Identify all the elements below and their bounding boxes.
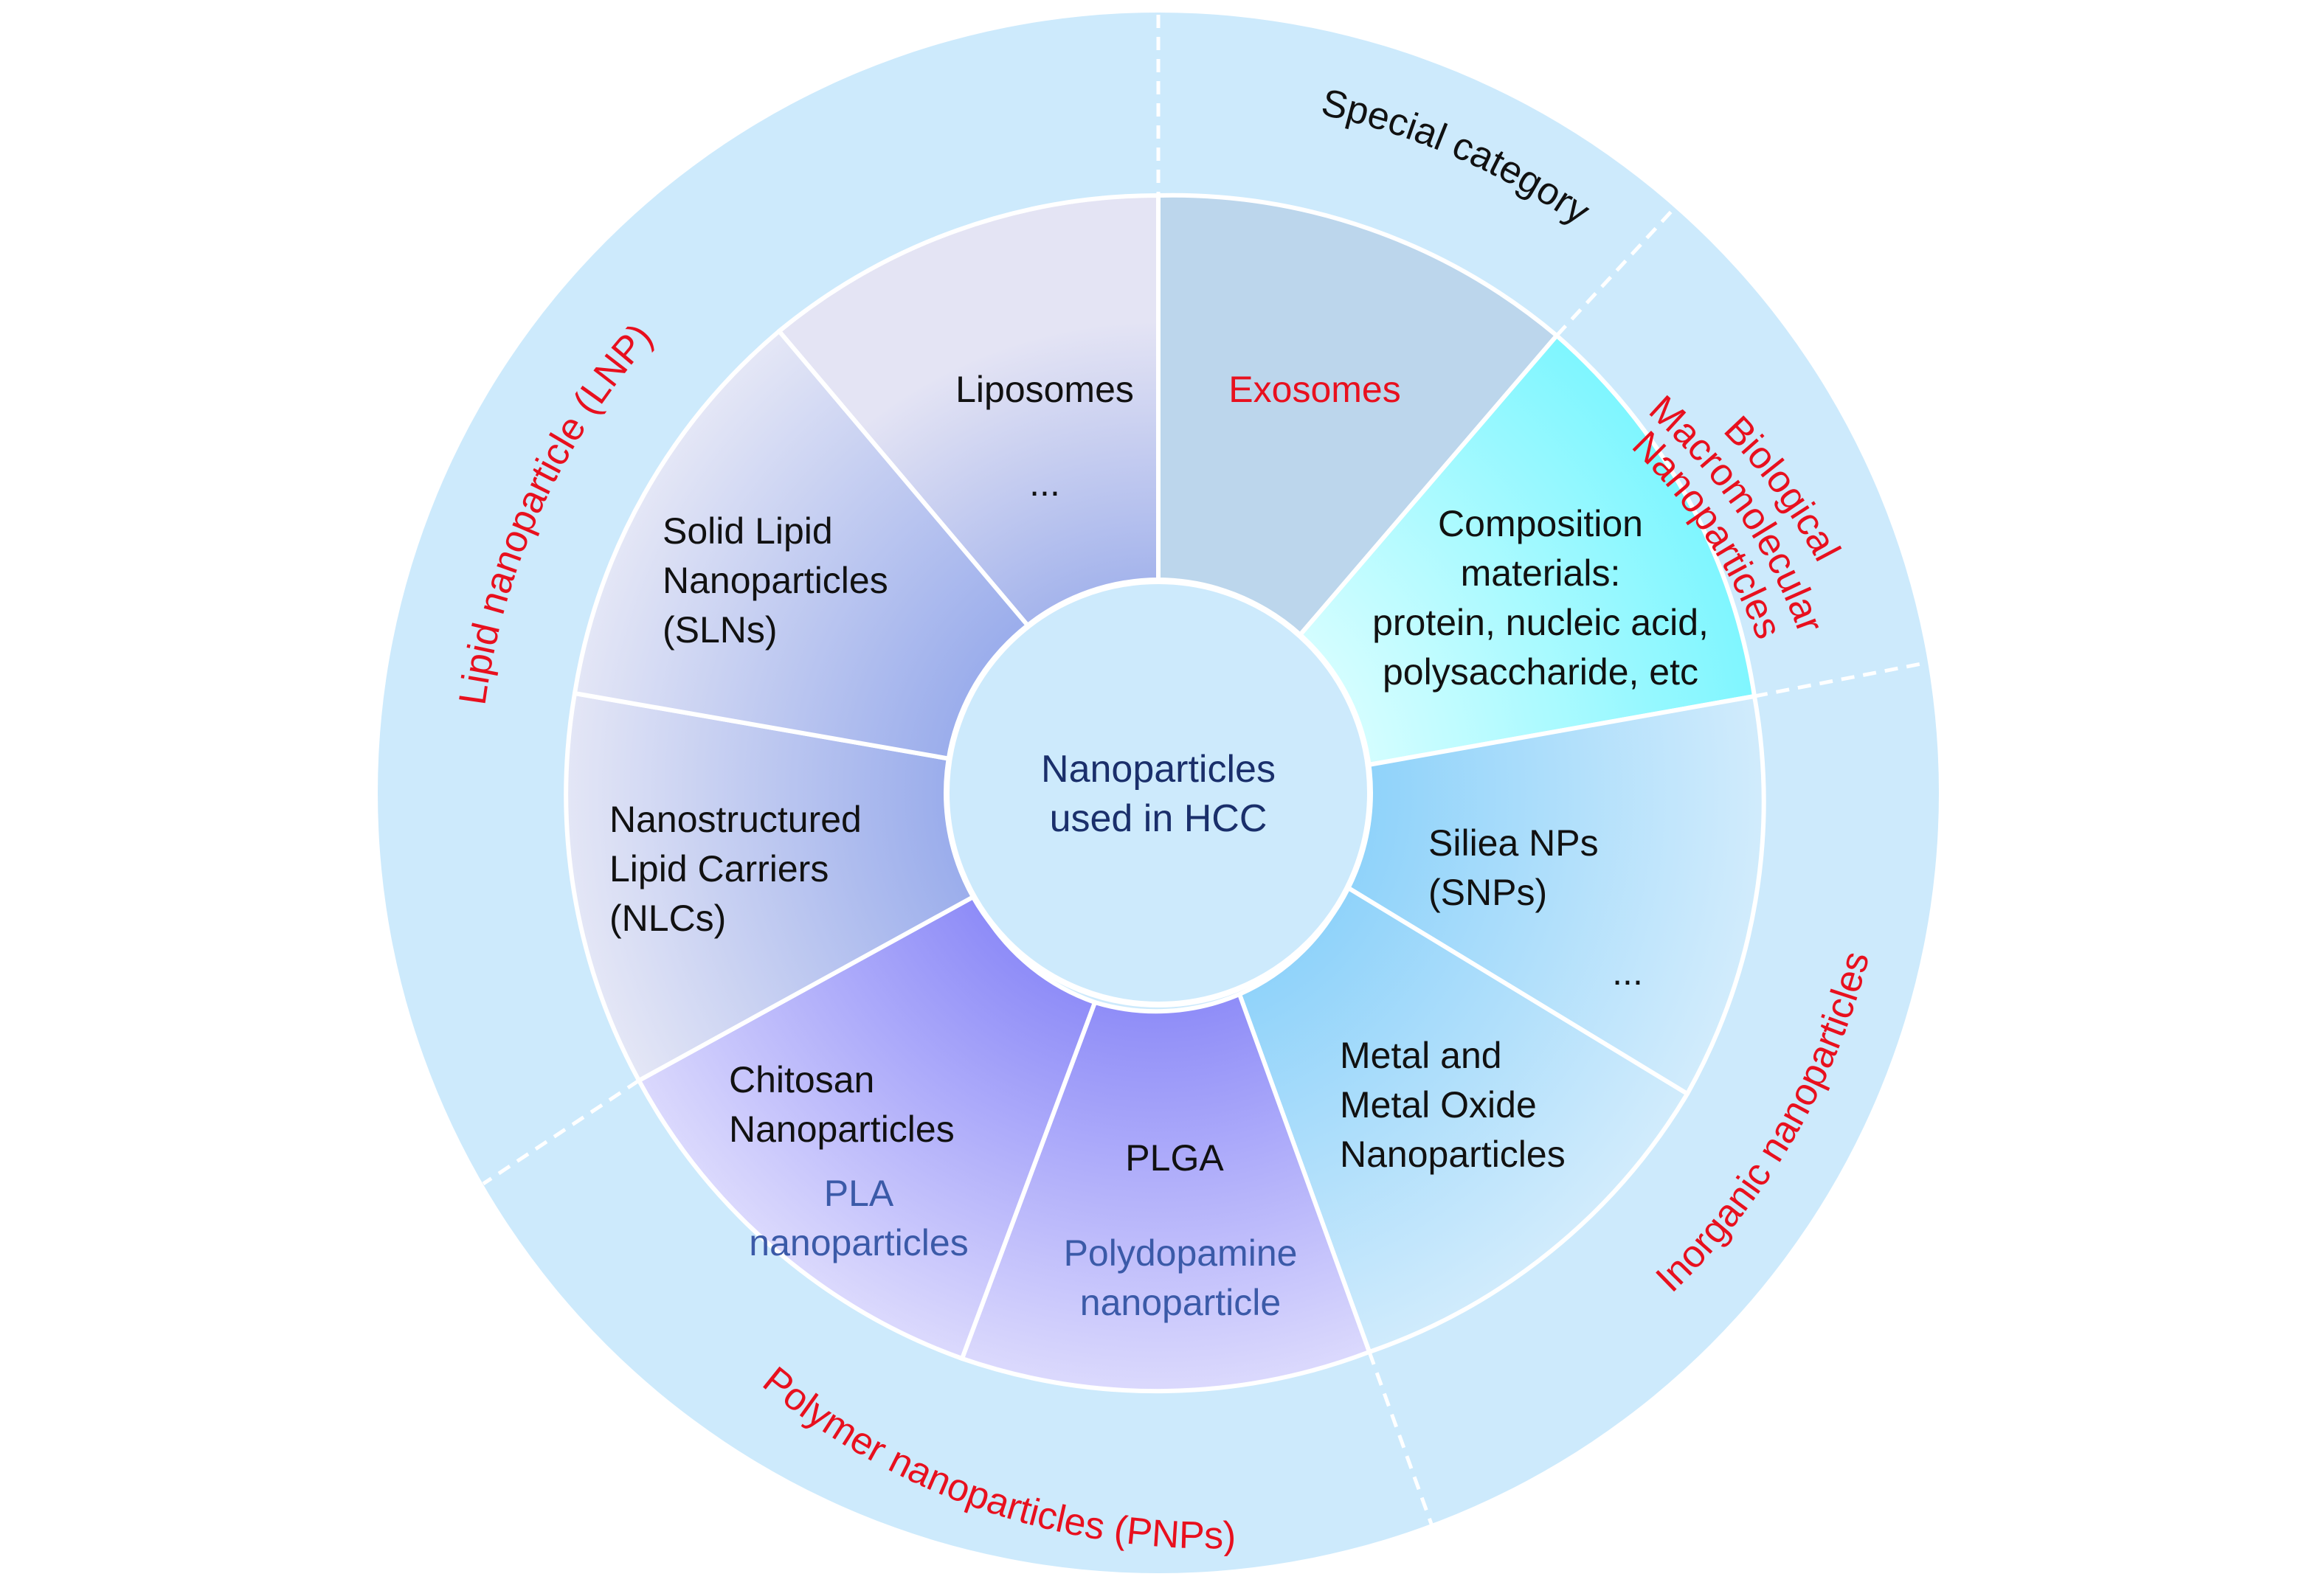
center-circle <box>944 578 1373 1007</box>
silica-label-line1: Siliea NPs <box>1428 822 1599 864</box>
composition-label-line1: Composition <box>1438 503 1643 544</box>
polydopamine-label-line1: Polydopamine <box>1064 1232 1298 1274</box>
nlc-label-line1: Nanostructured <box>609 799 862 840</box>
chitosan-label-line1: Chitosan <box>729 1059 874 1100</box>
pla-label-line1: PLA <box>824 1173 894 1214</box>
sln-label-line1: Solid Lipid <box>663 510 833 552</box>
segment-labels: Liposomes ... Exosomes Composition mater… <box>609 369 1709 1323</box>
pla-label-line2: nanoparticles <box>749 1222 968 1263</box>
segment-shapes <box>564 193 1766 1394</box>
composition-label-line2: materials: <box>1461 552 1621 594</box>
silica-label-line2: (SNPs) <box>1428 872 1547 913</box>
chitosan-label-line2: Nanoparticles <box>729 1109 955 1150</box>
nlc-label-line2: Lipid Carriers <box>609 848 829 889</box>
exosomes-label: Exosomes <box>1228 369 1400 410</box>
nlc-label-line3: (NLCs) <box>609 898 726 939</box>
silica-more: ... <box>1612 951 1643 993</box>
liposomes-more: ... <box>1029 462 1060 504</box>
plga-label: PLGA <box>1125 1137 1224 1179</box>
center-label-line2: used in HCC <box>1050 797 1268 840</box>
liposomes-label: Liposomes <box>955 369 1134 410</box>
segment-plga <box>960 992 1372 1394</box>
segment-chitosan <box>637 894 1097 1361</box>
center-label-line1: Nanoparticles <box>1041 748 1276 791</box>
metal-label-line2: Metal Oxide <box>1340 1084 1537 1126</box>
metal-label-line1: Metal and <box>1340 1035 1502 1076</box>
composition-label-line4: polysaccharide, etc <box>1383 651 1698 693</box>
sln-label-line3: (SLNs) <box>663 609 778 651</box>
metal-label-line3: Nanoparticles <box>1340 1134 1566 1175</box>
polydopamine-label-line2: nanoparticle <box>1080 1282 1281 1323</box>
sln-label-line2: Nanoparticles <box>663 560 888 601</box>
category-dividers <box>482 15 1941 1535</box>
composition-label-line3: protein, nucleic acid, <box>1372 602 1709 643</box>
